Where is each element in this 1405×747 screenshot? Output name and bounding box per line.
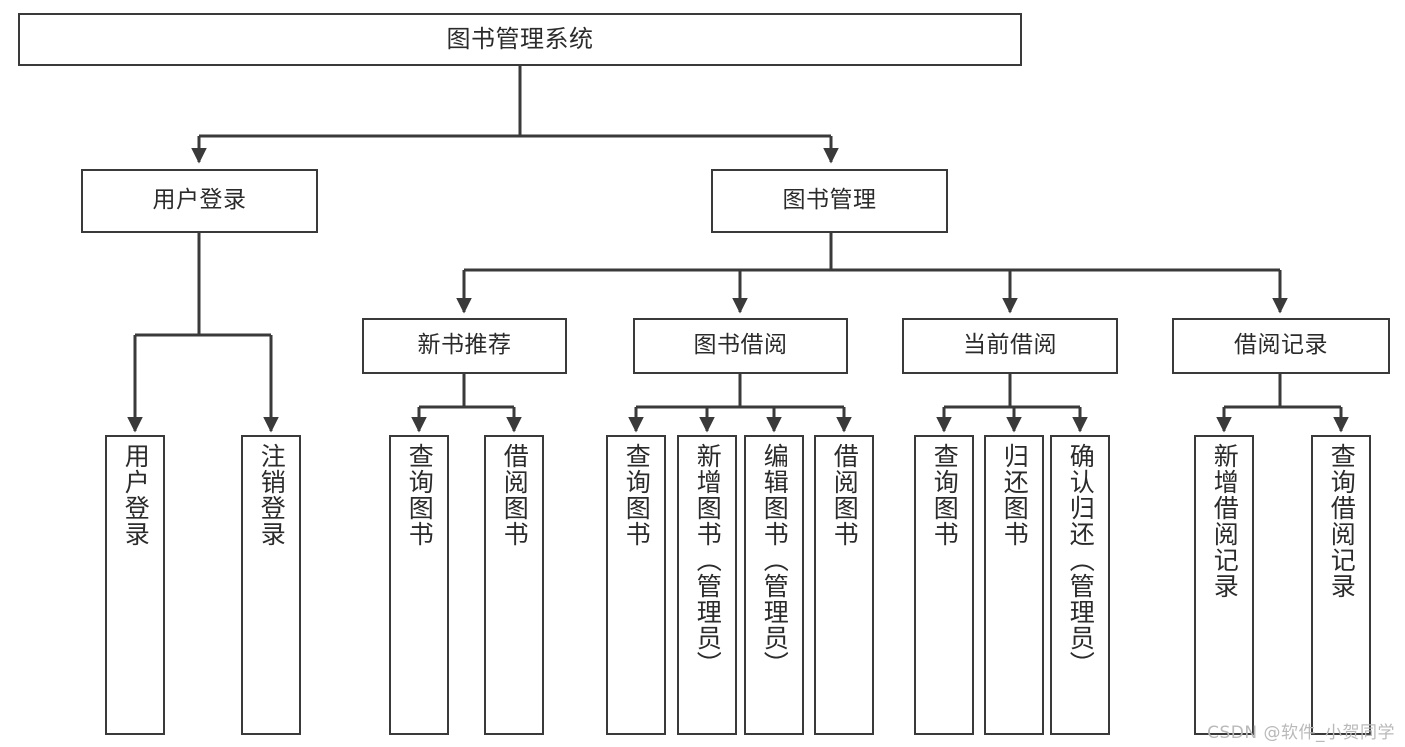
leaf-user-login-logout[interactable]: 注销登录 [241, 435, 301, 735]
node-label: 用户登录 [121, 443, 151, 547]
leaf-user-login-login[interactable]: 用户登录 [105, 435, 165, 735]
node-label: 借阅图书 [500, 443, 530, 547]
node-new-book-recommend[interactable]: 新书推荐 [362, 318, 567, 374]
leaf-current-return-book[interactable]: 归还图书 [984, 435, 1044, 735]
leaf-borrow-query-book[interactable]: 查询图书 [606, 435, 666, 735]
node-current-borrow[interactable]: 当前借阅 [902, 318, 1118, 374]
node-book-borrow[interactable]: 图书借阅 [633, 318, 848, 374]
node-label: 借阅图书 [830, 443, 860, 547]
leaf-current-confirm-return[interactable]: 确认归还（管理员） [1050, 435, 1110, 735]
node-label: 确认归还（管理员） [1066, 443, 1096, 677]
node-label: 图书管理系统 [446, 25, 594, 54]
node-label: 查询借阅记录 [1327, 443, 1357, 599]
node-borrow-record[interactable]: 借阅记录 [1172, 318, 1390, 374]
leaf-record-add[interactable]: 新增借阅记录 [1194, 435, 1254, 735]
leaf-borrow-add-book[interactable]: 新增图书（管理员） [677, 435, 737, 735]
node-label: 图书管理 [782, 187, 877, 214]
node-label: 新增图书（管理员） [693, 443, 723, 677]
leaf-new-book-borrow[interactable]: 借阅图书 [484, 435, 544, 735]
node-root-system[interactable]: 图书管理系统 [18, 13, 1022, 66]
node-book-management[interactable]: 图书管理 [711, 169, 948, 233]
node-label: 归还图书 [1000, 443, 1030, 547]
node-label: 新增借阅记录 [1210, 443, 1240, 599]
node-label: 新书推荐 [417, 332, 512, 359]
node-label: 图书借阅 [693, 332, 788, 359]
node-label: 当前借阅 [963, 332, 1057, 359]
node-label: 查询图书 [930, 443, 960, 547]
node-label: 查询图书 [405, 443, 435, 547]
node-label: 用户登录 [152, 187, 247, 214]
leaf-new-book-query[interactable]: 查询图书 [389, 435, 449, 735]
leaf-current-query-book[interactable]: 查询图书 [914, 435, 974, 735]
leaf-borrow-borrow-book[interactable]: 借阅图书 [814, 435, 874, 735]
node-user-login[interactable]: 用户登录 [81, 169, 318, 233]
leaf-record-query[interactable]: 查询借阅记录 [1311, 435, 1371, 735]
node-label: 借阅记录 [1234, 332, 1328, 359]
node-label: 编辑图书（管理员） [760, 443, 790, 677]
node-label: 查询图书 [622, 443, 652, 547]
node-label: 注销登录 [257, 443, 287, 547]
leaf-borrow-edit-book[interactable]: 编辑图书（管理员） [744, 435, 804, 735]
